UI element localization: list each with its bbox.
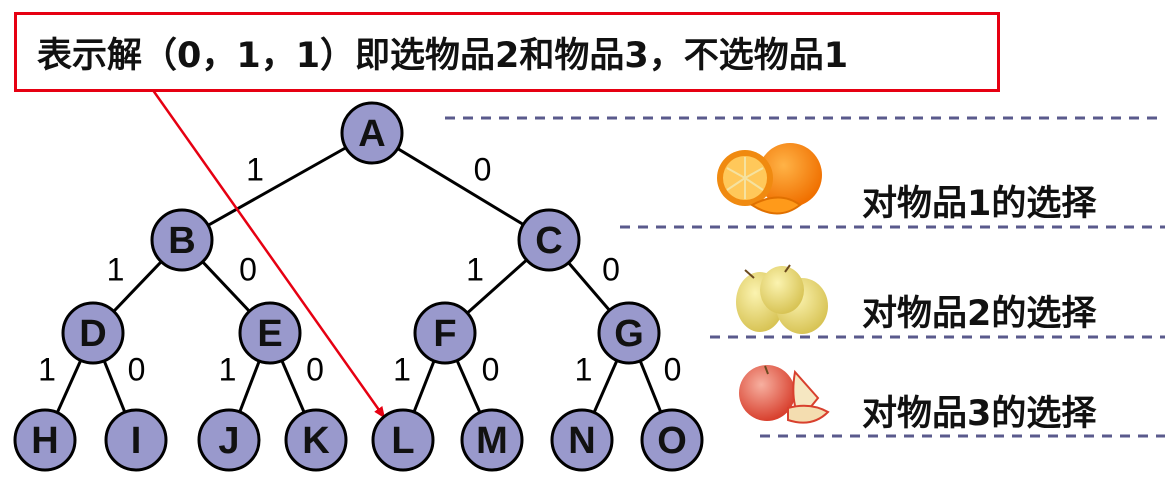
tree-node-o: O: [640, 408, 704, 472]
edge-label-A-C: 0: [474, 152, 492, 188]
tree-node-label: C: [535, 220, 562, 262]
tree-node-label: L: [391, 420, 414, 462]
pear-icon: [736, 264, 828, 334]
tree-node-label: N: [568, 420, 595, 462]
tree-node-g: G: [597, 301, 661, 365]
edge-label-B-D: 1: [107, 252, 125, 288]
edge-A-B: [181, 131, 373, 242]
edge-label-C-F: 1: [466, 252, 484, 288]
tree-node-circle: [150, 208, 214, 272]
legend-item-3-label: 对物品3的选择: [862, 394, 1097, 434]
edge-label-D-H: 1: [38, 352, 56, 388]
tree-node-label: D: [79, 313, 106, 355]
tree-node-label: M: [476, 420, 508, 462]
tree-node-i: I: [104, 408, 168, 472]
tree-node-label: O: [657, 420, 687, 462]
tree-node-label: H: [31, 420, 58, 462]
tree-node-j: J: [197, 408, 261, 472]
tree-node-k: K: [284, 408, 348, 472]
tree-node-n: N: [550, 408, 614, 472]
tree-node-circle: [340, 101, 404, 165]
tree-edge-labels: 1 0 1 0 1 0 1 0 1 0 1 0 1 0: [38, 152, 681, 388]
tree-node-circle: [413, 301, 477, 365]
orange-icon: [717, 143, 822, 215]
edge-label-C-G: 0: [602, 252, 620, 288]
tree-node-circle: [238, 301, 302, 365]
tree-node-circle: [640, 408, 704, 472]
edge-label-G-N: 1: [575, 352, 593, 388]
tree-node-circle: [460, 408, 524, 472]
tree-node-a: A: [340, 101, 404, 165]
tree-node-label: A: [358, 113, 385, 155]
solution-callout-text: 表示解（0，1，1）即选物品2和物品3，不选物品1: [37, 35, 849, 76]
tree-node-label: B: [168, 220, 195, 262]
tree-node-circle: [597, 301, 661, 365]
tree-node-h: H: [13, 408, 77, 472]
tree-node-d: D: [61, 301, 125, 365]
edge-label-E-K: 0: [306, 352, 324, 388]
tree-node-label: J: [218, 420, 239, 462]
legend-item-2-label: 对物品2的选择: [862, 294, 1097, 334]
edge-label-A-B: 1: [246, 152, 264, 188]
legend-item-1-label: 对物品1的选择: [862, 184, 1097, 224]
tree-node-circle: [104, 408, 168, 472]
tree-node-circle: [61, 301, 125, 365]
separator-lines: [445, 116, 1165, 438]
tree-node-circle: [371, 408, 435, 472]
tree-node-circle: [517, 208, 581, 272]
tree-edges: [43, 131, 674, 441]
tree-node-l: L: [371, 408, 435, 472]
tree-node-b: B: [150, 208, 214, 272]
tree-node-label: G: [614, 313, 644, 355]
edge-label-E-J: 1: [219, 352, 237, 388]
edge-label-B-E: 0: [239, 252, 257, 288]
tree-node-c: C: [517, 208, 581, 272]
tree-node-circle: [284, 408, 348, 472]
tree-node-label: E: [257, 313, 282, 355]
pointer-arrow: [148, 85, 386, 419]
tree-node-m: M: [460, 408, 524, 472]
tree-node-f: F: [413, 301, 477, 365]
edge-label-F-L: 1: [393, 352, 411, 388]
edge-label-G-O: 0: [664, 352, 682, 388]
tree-node-label: F: [433, 313, 456, 355]
edge-label-F-M: 0: [482, 352, 500, 388]
edge-label-D-I: 0: [128, 352, 146, 388]
tree-node-circle: [13, 408, 77, 472]
tree-node-label: I: [131, 420, 142, 462]
edge-A-C: [371, 131, 550, 242]
tree-node-circle: [197, 408, 261, 472]
tree-node-circle: [550, 408, 614, 472]
solution-callout: 表示解（0，1，1）即选物品2和物品3，不选物品1: [14, 12, 1000, 92]
tree-node-label: K: [302, 420, 330, 462]
tree-nodes: A B C D E F G H I J K L M N O: [13, 101, 704, 472]
tree-node-e: E: [238, 301, 302, 365]
apple-icon: [739, 365, 830, 424]
